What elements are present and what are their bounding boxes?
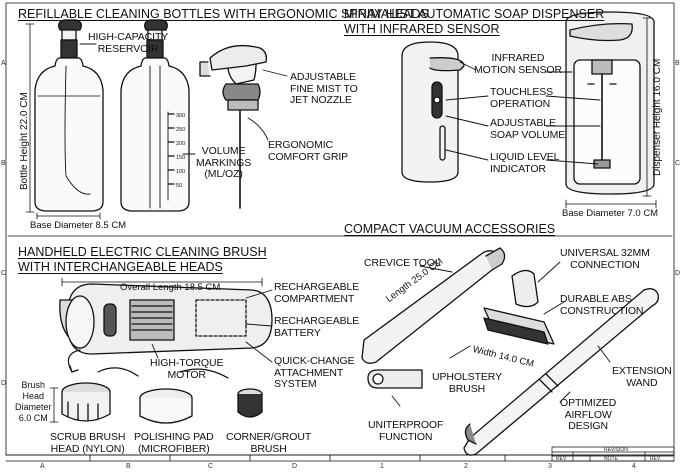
title-block-col: REV (650, 456, 661, 462)
rechargeable-compartment-callout: RECHARGEABLE COMPARTMENT (274, 281, 360, 305)
scale-mark: 300 (176, 113, 186, 119)
mist-nozzle-callout: ADJUSTABLE FINE MIST TO JET NOZZLE (290, 71, 358, 106)
clip-accessory (367, 369, 423, 389)
brush-dimensions (49, 277, 263, 423)
vacuum-leaders (391, 261, 611, 407)
title-block-header: REVISION (604, 447, 628, 453)
grid-row-label: C (675, 160, 680, 167)
airflow-design-callout: OPTIMIZED AIRFLOW DESIGN (560, 397, 617, 432)
crevice-tool-callout: CREVICE TOOL (364, 257, 441, 269)
grid-row-label: B (675, 60, 680, 67)
reservoir-callout: HIGH-CAPACITY RESERVOIR (88, 31, 169, 55)
bottle-base-label: Base Diameter 8.5 CM (30, 220, 127, 231)
bottle-scale-marks: 300 250 200 150 100 50 (176, 109, 185, 193)
grid-row-label: D (675, 270, 680, 277)
upholstery-brush (483, 269, 555, 345)
grid-row-label: D (1, 380, 7, 387)
dispenser-base-label: Base Diameter 7.0 CM (562, 208, 659, 219)
grid-col-label: A (40, 463, 45, 470)
corner-grout-brush-label: CORNER/GROUT BRUSH (226, 431, 312, 455)
dispenser-leaders (445, 61, 601, 165)
title-block-col: REV (556, 456, 567, 462)
grid-row-label: A (1, 60, 6, 67)
spray-trigger-head (199, 44, 268, 209)
dispenser-section-title: MINIMALIST AUTOMATIC SOAP DISPENSER WITH… (344, 7, 605, 36)
grid-col-label: 2 (464, 463, 468, 470)
grid-row-label: C (1, 270, 7, 277)
dispenser-cutaway (565, 11, 655, 195)
dispenser-dimensions (565, 17, 657, 209)
extension-wand (463, 288, 660, 456)
grid-col-label: 3 (548, 463, 552, 470)
bottles-section-title: REFILLABLE CLEANING BOTTLES WITH ERGONOM… (18, 7, 429, 21)
vacuum-section-title: COMPACT VACUUM ACCESSORIES (344, 222, 556, 236)
polishing-pad-label: POLISHING PAD (MICROFIBER) (134, 431, 214, 455)
motor-callout: HIGH-TORQUE MOTOR (150, 357, 224, 381)
upholstery-brush-callout: UPHOLSTERY BRUSH (432, 371, 502, 395)
dispenser-side-view (401, 41, 465, 183)
crevice-tool (361, 247, 506, 364)
brush-leaders (151, 289, 273, 363)
soap-volume-callout: ADJUSTABLE SOAP VOLUME (490, 117, 566, 141)
touchless-callout: TOUCHLESS OPERATION (490, 86, 554, 110)
spray-bottle-marked (120, 19, 190, 212)
scale-mark: 150 (176, 155, 186, 161)
title-block-col: NOTE (604, 456, 618, 462)
grid-col-label: C (208, 463, 214, 470)
scale-mark: 200 (176, 141, 186, 147)
spray-bottle-plain (34, 19, 104, 212)
abs-construction-callout: DURABLE ABS CONSTRUCTION (560, 293, 644, 317)
volume-markings-callout: VOLUME MARKINGS (ml/oz) (196, 145, 252, 180)
scale-mark: 100 (176, 169, 186, 175)
rechargeable-battery-callout: RECHARGEABLE BATTERY (274, 315, 360, 339)
grid-col-label: D (292, 463, 298, 470)
brush-length-label: Overall Length 18.5 CM (120, 282, 221, 293)
grid-col-label: B (126, 463, 131, 470)
extension-wand-callout: EXTENSION WAND (612, 365, 672, 389)
bottle-leaders (79, 43, 288, 155)
infrared-sensor-callout: INFRARED MOTION SENSOR (474, 52, 562, 76)
comfort-grip-callout: ERGONOMIC COMFORT GRIP (268, 139, 349, 163)
bottle-height-label: Bottle Height 22.0 CM (19, 92, 30, 190)
brush-section-title: HANDHELD ELECTRIC CLEANING BRUSH WITH IN… (18, 245, 267, 274)
bottle-dimensions (25, 23, 101, 220)
brush-flow-arrows (67, 349, 229, 379)
universal-connection-callout: UNIVERSAL 32MM CONNECTION (560, 247, 650, 271)
scale-mark: 250 (176, 127, 186, 133)
electric-brush-body (59, 283, 273, 355)
title-block (551, 446, 675, 462)
scale-mark: 50 (176, 183, 183, 189)
clip-function-callout: UNITERPROOF FUNCTION (368, 419, 444, 443)
liquid-level-callout: LIQUID LEVEL INDICATOR (490, 151, 560, 175)
scrub-brush-head-label: SCRUB BRUSH HEAD (NYLON) (50, 431, 126, 455)
grid-col-label: 4 (632, 463, 636, 470)
grid-col-label: 1 (380, 463, 384, 470)
quick-change-callout: QUICK-CHANGE ATTACHMENT SYSTEM (274, 355, 355, 390)
grid-row-label: B (1, 160, 6, 167)
brush-heads (61, 382, 263, 424)
dispenser-height-label: Dispenser Height 16.0 CM (652, 58, 663, 176)
brush-head-diameter-label: Brush Head Diameter 6.0 CM (15, 380, 52, 423)
